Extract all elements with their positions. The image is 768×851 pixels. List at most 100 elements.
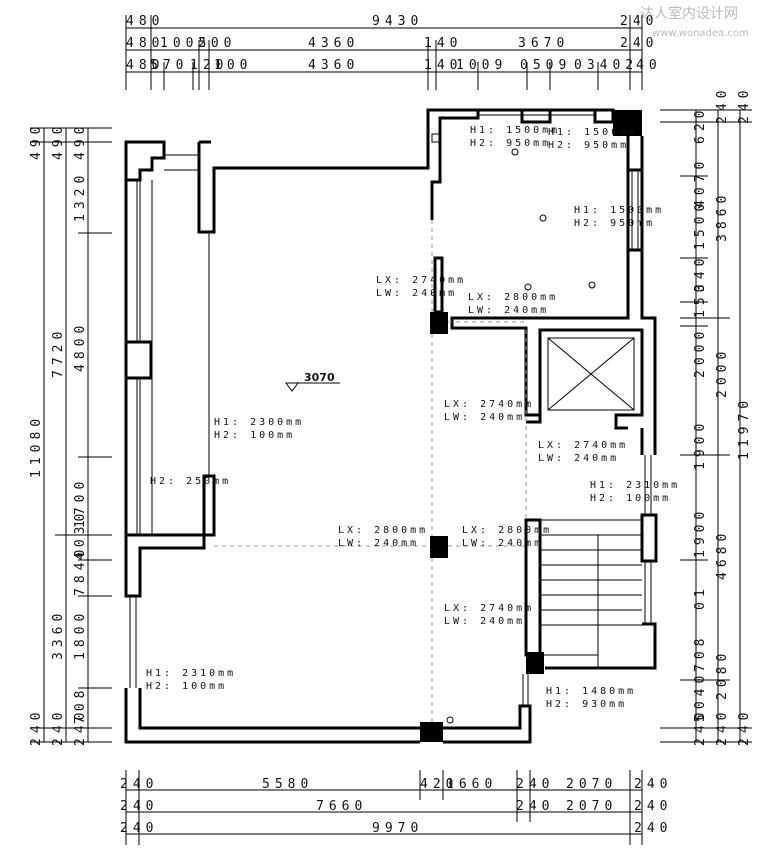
right-dim-c2-4: 4680: [715, 529, 730, 580]
left-dim-c2-3: 3360: [51, 609, 66, 660]
window-bottom-right-h1: H1: 1480mm: [546, 686, 636, 697]
left-dim-c1-3: 240: [29, 708, 44, 746]
bottom-dim-r1-1: 240: [120, 777, 158, 792]
right-dim-c1-3: 240: [737, 708, 752, 746]
top-dim-r2-1: 480: [126, 36, 164, 51]
left-dim-c2-4: 240: [51, 708, 66, 746]
beam-6-lw: LW: 240mm: [462, 538, 543, 549]
window-top-2-h1: H1: 1500mm: [548, 127, 638, 138]
left-dim-c1-1: 490: [29, 122, 44, 160]
bottom-dim-r2-4: 2070: [566, 799, 617, 814]
bottom-dim-r3-1: 240: [120, 821, 158, 836]
wall-corner-top-left: [124, 140, 166, 182]
beam-5-lx: LX: 2800mm: [338, 525, 428, 536]
window-top-2-h2: H2: 950mm: [548, 140, 629, 151]
elevation-label: 3070: [304, 371, 335, 384]
watermark-cn: 达人室内设计网: [640, 5, 738, 22]
top-dim-r3-5: 4360: [308, 58, 359, 73]
top-dim-r3-4: 100: [214, 58, 252, 73]
right-dim-c2-1: 240: [715, 86, 730, 124]
left-dim-c3-1: 490: [73, 122, 88, 160]
right-dim-c1-1: 240: [737, 86, 752, 124]
window-top-1-h2: H2: 950mm: [470, 138, 551, 149]
column-stair: [526, 652, 544, 674]
column-mid-lower: [430, 536, 448, 558]
beam-7-lw: LW: 240mm: [444, 616, 525, 627]
right-dim-c3-9: 01: [693, 584, 708, 610]
right-dim-c3-8: 1900: [693, 507, 708, 558]
left-dim-c3-6: 7840: [73, 545, 88, 596]
window-left-h2: H2: 250mm: [150, 476, 231, 487]
top-dim-3: 240: [620, 14, 658, 29]
bottom-dim-r2-5: 240: [634, 799, 672, 814]
wall-pier-top: [520, 108, 552, 124]
right-dim-c3-11: 5040: [693, 671, 708, 722]
left-dim-c2-1: 490: [51, 122, 66, 160]
right-dim-c2-3: 2000: [715, 347, 730, 398]
window-top-1-h1: H1: 1500mm: [470, 125, 560, 136]
column-bottom: [420, 722, 443, 742]
window-bottom-right-h2: H2: 930mm: [546, 699, 627, 710]
beam-2-lx: LX: 2800mm: [468, 292, 558, 303]
right-dim-c3-3: 1500: [693, 199, 708, 250]
elevator-box: [547, 337, 635, 411]
bottom-dim-r1-6: 2070: [566, 777, 617, 792]
right-dim-c3-1: 620: [693, 106, 708, 144]
left-dim-c2-2: 7720: [51, 327, 66, 378]
right-dim-c1-2: 11970: [737, 396, 752, 460]
left-dim-c3-4: 1700: [73, 477, 88, 528]
walls: [124, 108, 658, 744]
beam-7-lx: LX: 2740mm: [444, 603, 534, 614]
beam-5-lw: LW: 240mm: [338, 538, 419, 549]
elevation-mark: 3070: [285, 371, 340, 392]
top-dim-r2-3: 200: [198, 36, 236, 51]
top-dim-r3-8: 0509: [520, 58, 571, 73]
top-dim-r3-9: 03402: [574, 58, 638, 73]
top-dim-r2-7: 240: [620, 36, 658, 51]
bottom-dim-r1-5: 240: [516, 777, 554, 792]
bottom-dim-r2-2: 7660: [316, 799, 367, 814]
bottom-dim-r2-3: 240: [516, 799, 554, 814]
bottom-dim-r1-3: 420: [420, 777, 458, 792]
left-dim-c1-2: 11080: [29, 414, 44, 478]
top-dim-r3-6: 140: [424, 58, 462, 73]
top-dim-2: 9430: [372, 14, 423, 29]
left-dim-c3-2: 1320: [73, 171, 88, 222]
right-dim-c3-12: 240: [693, 708, 708, 746]
top-dimension-chain: 480 9430 240 480 1005 200 4360 140 3670 …: [125, 14, 658, 90]
top-dim-r2-2: 1005: [160, 36, 211, 51]
bottom-dim-r1-7: 240: [634, 777, 672, 792]
window-right-1-h1: H1: 1500mm: [574, 205, 664, 216]
beam-3-lw: LW: 240mm: [444, 412, 525, 423]
right-dim-c3-7: 1900: [693, 419, 708, 470]
column-top-right: [613, 110, 642, 136]
bottom-dim-r3-3: 240: [634, 821, 672, 836]
left-dim-c3-7: 1800: [73, 609, 88, 660]
left-dim-c3-5: 4030: [73, 509, 88, 560]
column-mid-upper: [430, 312, 448, 334]
left-dim-c3-9: 240: [73, 708, 88, 746]
elevation-triangle-icon: [285, 382, 299, 392]
window-right-1-h2: H2: 950mm: [574, 218, 655, 229]
top-dim-r3-2: 570: [150, 58, 188, 73]
beam-3-lx: LX: 2740mm: [444, 399, 534, 410]
beam-4-lx: LX: 2740mm: [538, 440, 628, 451]
window-left-mid-h1: H1: 2300mm: [214, 417, 304, 428]
top-dim-r3-3: 120: [190, 58, 228, 73]
window-right-2-h2: H2: 100mm: [590, 493, 671, 504]
left-dimension-chain: 490 11080 240 490 7720 3360 240 490 1320…: [29, 122, 112, 746]
bottom-dim-r1-4: 1660: [446, 777, 497, 792]
wall-pier-left: [124, 340, 153, 380]
bottom-dimension-chain: 240 5580 420 1660 240 2070 240 240 7660 …: [120, 770, 672, 845]
top-dim-r2-4: 4360: [308, 36, 359, 51]
beam-6-lx: LX: 2800mm: [462, 525, 552, 536]
beam-1-lx: LX: 2740mm: [376, 275, 466, 286]
beam-1-lw: LW: 240mm: [376, 288, 457, 299]
beam-4-lw: LW: 240mm: [538, 453, 619, 464]
window-left-bottom-h1: H1: 2310mm: [146, 668, 236, 679]
top-dim-r3-1: 480: [126, 58, 164, 73]
watermark-url: www.wonadea.com: [652, 28, 749, 39]
window-right-2-h1: H1: 2310mm: [590, 480, 680, 491]
top-dim-r2-5: 140: [424, 36, 462, 51]
